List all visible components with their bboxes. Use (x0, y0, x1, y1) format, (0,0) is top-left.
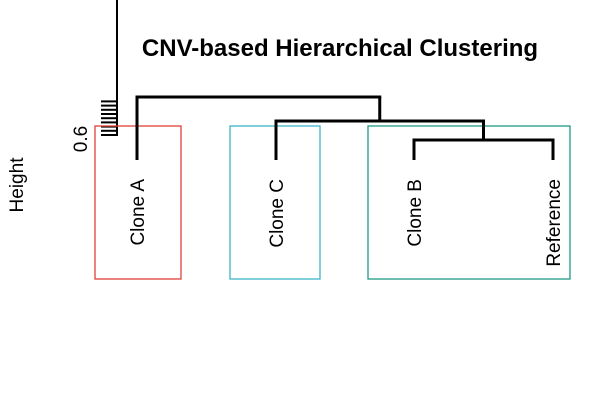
y-axis-label: Height (7, 157, 28, 213)
leaf-label: Clone B (405, 179, 426, 247)
leaf-label: Clone C (267, 179, 288, 248)
dendrogram-branches (135, 95, 555, 160)
cluster-box-3 (367, 125, 571, 280)
cluster-boxes (94, 125, 571, 280)
leaf-label: Clone A (128, 179, 149, 246)
y-axis: 0.6 (71, 0, 118, 152)
leaf-label: Reference (544, 179, 565, 267)
y-tick-label: 0.6 (71, 126, 92, 152)
chart-title: CNV-based Hierarchical Clustering (142, 35, 538, 62)
leaf-labels: Clone A Clone C Clone B Reference (128, 179, 565, 267)
